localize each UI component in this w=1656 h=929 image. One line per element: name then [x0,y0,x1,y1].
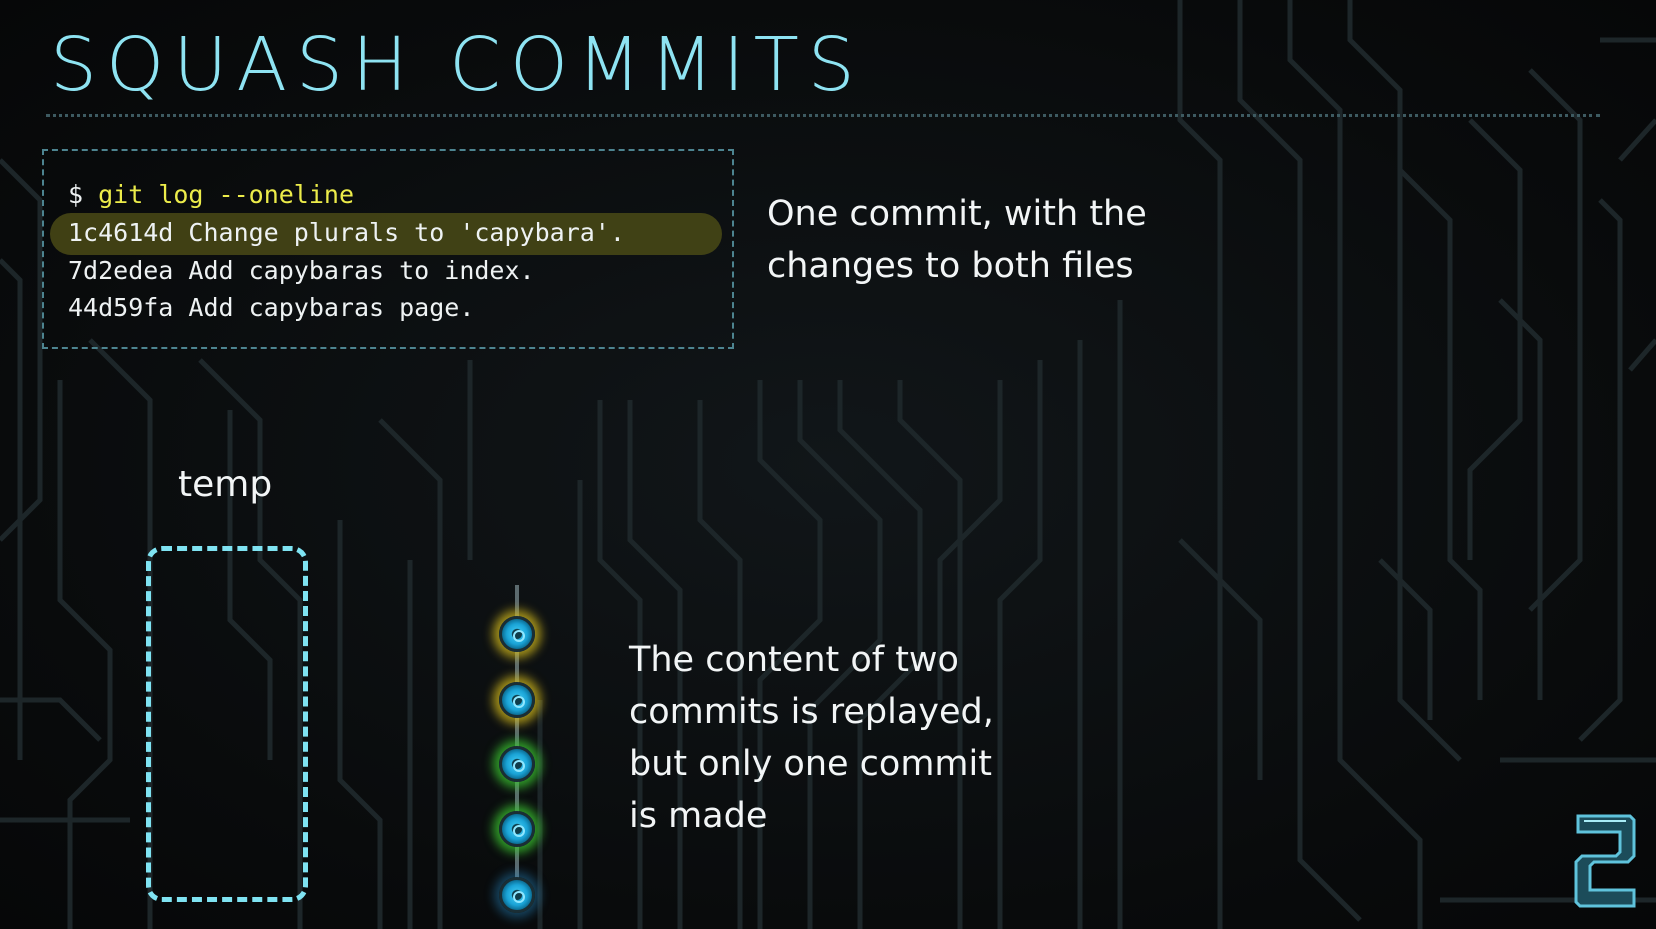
log-line-2: 7d2edea Add capybaras to index. [68,256,535,285]
terminal-prompt: $ [68,180,84,209]
bottom-note-line: The content of two [629,640,959,680]
commit-node [499,877,535,913]
temp-branch-placeholder [146,546,308,902]
stylized-2-logo-icon [1574,814,1636,908]
terminal-output: $ git log --oneline 1c4614d Change plura… [42,149,734,349]
terminal-command: git log --oneline [98,180,354,209]
title-divider [46,114,1600,117]
commit-node [499,616,535,652]
slide-title: SQUASH COMMITS [50,22,864,108]
bottom-note-line: commits is replayed, [629,692,994,732]
bottom-note-line: but only one commit [629,744,992,784]
commit-node [499,682,535,718]
top-note-line: One commit, with the [767,194,1147,234]
commit-rail [515,585,519,905]
commit-node [499,811,535,847]
bottom-note-line: is made [629,796,768,836]
top-note-line: changes to both files [767,246,1134,286]
commit-node [499,746,535,782]
terminal-command-line: $ git log --oneline [68,177,354,213]
bottom-note: The content of two commits is replayed, … [629,634,994,842]
log-line-3: 44d59fa Add capybaras page. [68,293,475,322]
branch-label: temp [178,464,273,505]
highlighted-commit-marker [50,213,722,255]
top-note: One commit, with the changes to both fil… [767,188,1147,292]
log-line-1: 1c4614d Change plurals to 'capybara'. [68,218,625,247]
